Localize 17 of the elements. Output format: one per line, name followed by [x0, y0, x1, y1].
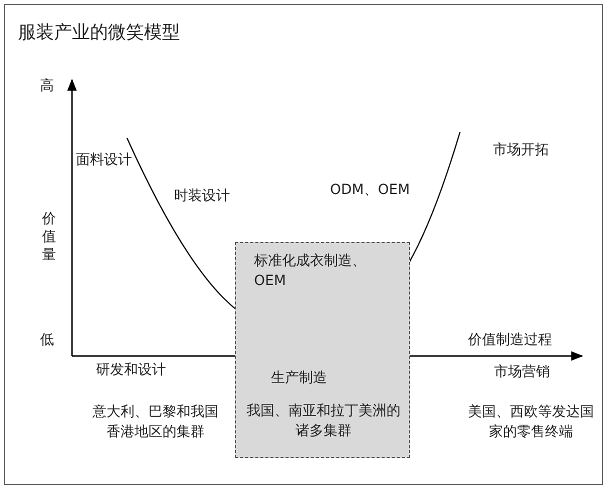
cluster-description: 美国、西欧等发达国家的零售终端 — [467, 403, 595, 442]
cluster-description: 意大利、巴黎和我国香港地区的集群 — [92, 403, 220, 442]
axis-title: 价值量 — [42, 210, 56, 265]
axis-tick-label: 高 — [40, 77, 55, 96]
cluster-description: 我国、南亚和拉丁美洲的诸多集群 — [246, 402, 402, 441]
stage-label: 市场营销 — [494, 363, 551, 382]
production-zone — [235, 242, 410, 458]
stage-label: 研发和设计 — [96, 361, 167, 380]
title: 服装产业的微笑模型 — [18, 21, 180, 45]
axis-title: 价值制造过程 — [468, 331, 553, 350]
axis-tick-label: 低 — [40, 331, 55, 350]
segment-label: 面料设计 — [76, 151, 133, 170]
segment-label: 时装设计 — [174, 187, 231, 206]
segment-label: 市场开拓 — [493, 141, 550, 160]
segment-label: 标准化成衣制造、OEM — [254, 252, 367, 291]
segment-label: ODM、OEM — [330, 181, 411, 200]
stage-label: 生产制造 — [271, 369, 328, 388]
